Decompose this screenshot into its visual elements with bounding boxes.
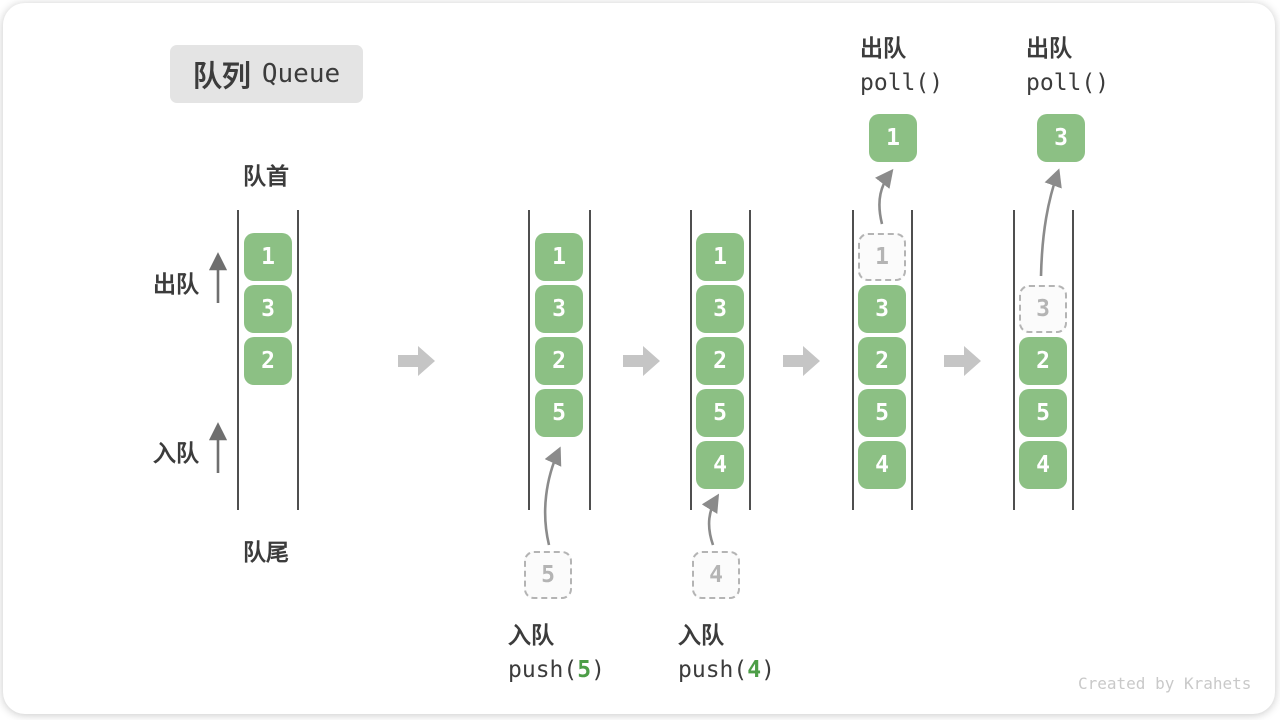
queue-cell: 4	[696, 441, 744, 489]
queue-cell: 2	[244, 337, 292, 385]
op-code: push(4)	[678, 657, 775, 683]
popped-cell: 3	[1037, 114, 1085, 162]
label-enqueue-side: 入队	[153, 440, 199, 466]
queue-cell: 3	[244, 285, 292, 333]
op-name: 入队	[508, 622, 554, 648]
queue-wall	[690, 210, 692, 510]
queue-wall	[1013, 210, 1015, 510]
op-code: poll()	[1026, 70, 1110, 96]
popped-cell: 1	[869, 114, 917, 162]
queue-cell: 5	[696, 389, 744, 437]
removed-cell-slot: 1	[858, 233, 906, 281]
queue-wall	[589, 210, 591, 510]
queue-cell: 1	[535, 233, 583, 281]
op-label-poll-2: 出队 poll()	[1026, 31, 1109, 100]
queue-cell: 2	[535, 337, 583, 385]
queue-wall	[852, 210, 854, 510]
label-queue-front: 队首	[243, 163, 289, 189]
op-name: 出队	[860, 35, 906, 61]
removed-cell-slot: 3	[1019, 285, 1067, 333]
title-en: Queue	[261, 59, 341, 89]
queue-cell: 5	[858, 389, 906, 437]
queue-cell: 3	[535, 285, 583, 333]
queue-cell: 2	[1019, 337, 1067, 385]
credit-text: Created by Krahets	[1078, 674, 1252, 693]
diagram-card	[3, 3, 1275, 714]
queue-wall	[237, 210, 239, 510]
queue-cell: 1	[244, 233, 292, 281]
op-label-push-5: 入队 push(5)	[508, 618, 605, 687]
title-zh: 队列	[192, 61, 251, 93]
op-name: 出队	[1026, 35, 1072, 61]
queue-cell: 5	[535, 389, 583, 437]
queue-wall	[911, 210, 913, 510]
op-code: push(5)	[508, 657, 605, 683]
queue-wall	[297, 210, 299, 510]
op-name: 入队	[678, 622, 724, 648]
title-badge: 队列 Queue	[170, 45, 363, 103]
incoming-cell: 5	[524, 551, 572, 599]
op-arg: 5	[577, 657, 592, 683]
queue-cell: 2	[696, 337, 744, 385]
queue-cell: 2	[858, 337, 906, 385]
op-arg: 4	[747, 657, 762, 683]
queue-cell: 4	[1019, 441, 1067, 489]
queue-cell: 5	[1019, 389, 1067, 437]
queue-wall	[1072, 210, 1074, 510]
queue-cell: 3	[858, 285, 906, 333]
queue-cell: 3	[696, 285, 744, 333]
label-queue-rear: 队尾	[243, 539, 289, 565]
op-label-poll-1: 出队 poll()	[860, 31, 943, 100]
op-code: poll()	[860, 70, 944, 96]
label-dequeue-side: 出队	[153, 271, 199, 297]
queue-cell: 4	[858, 441, 906, 489]
queue-wall	[749, 210, 751, 510]
incoming-cell: 4	[692, 551, 740, 599]
queue-wall	[528, 210, 530, 510]
op-label-push-4: 入队 push(4)	[678, 618, 775, 687]
queue-cell: 1	[696, 233, 744, 281]
